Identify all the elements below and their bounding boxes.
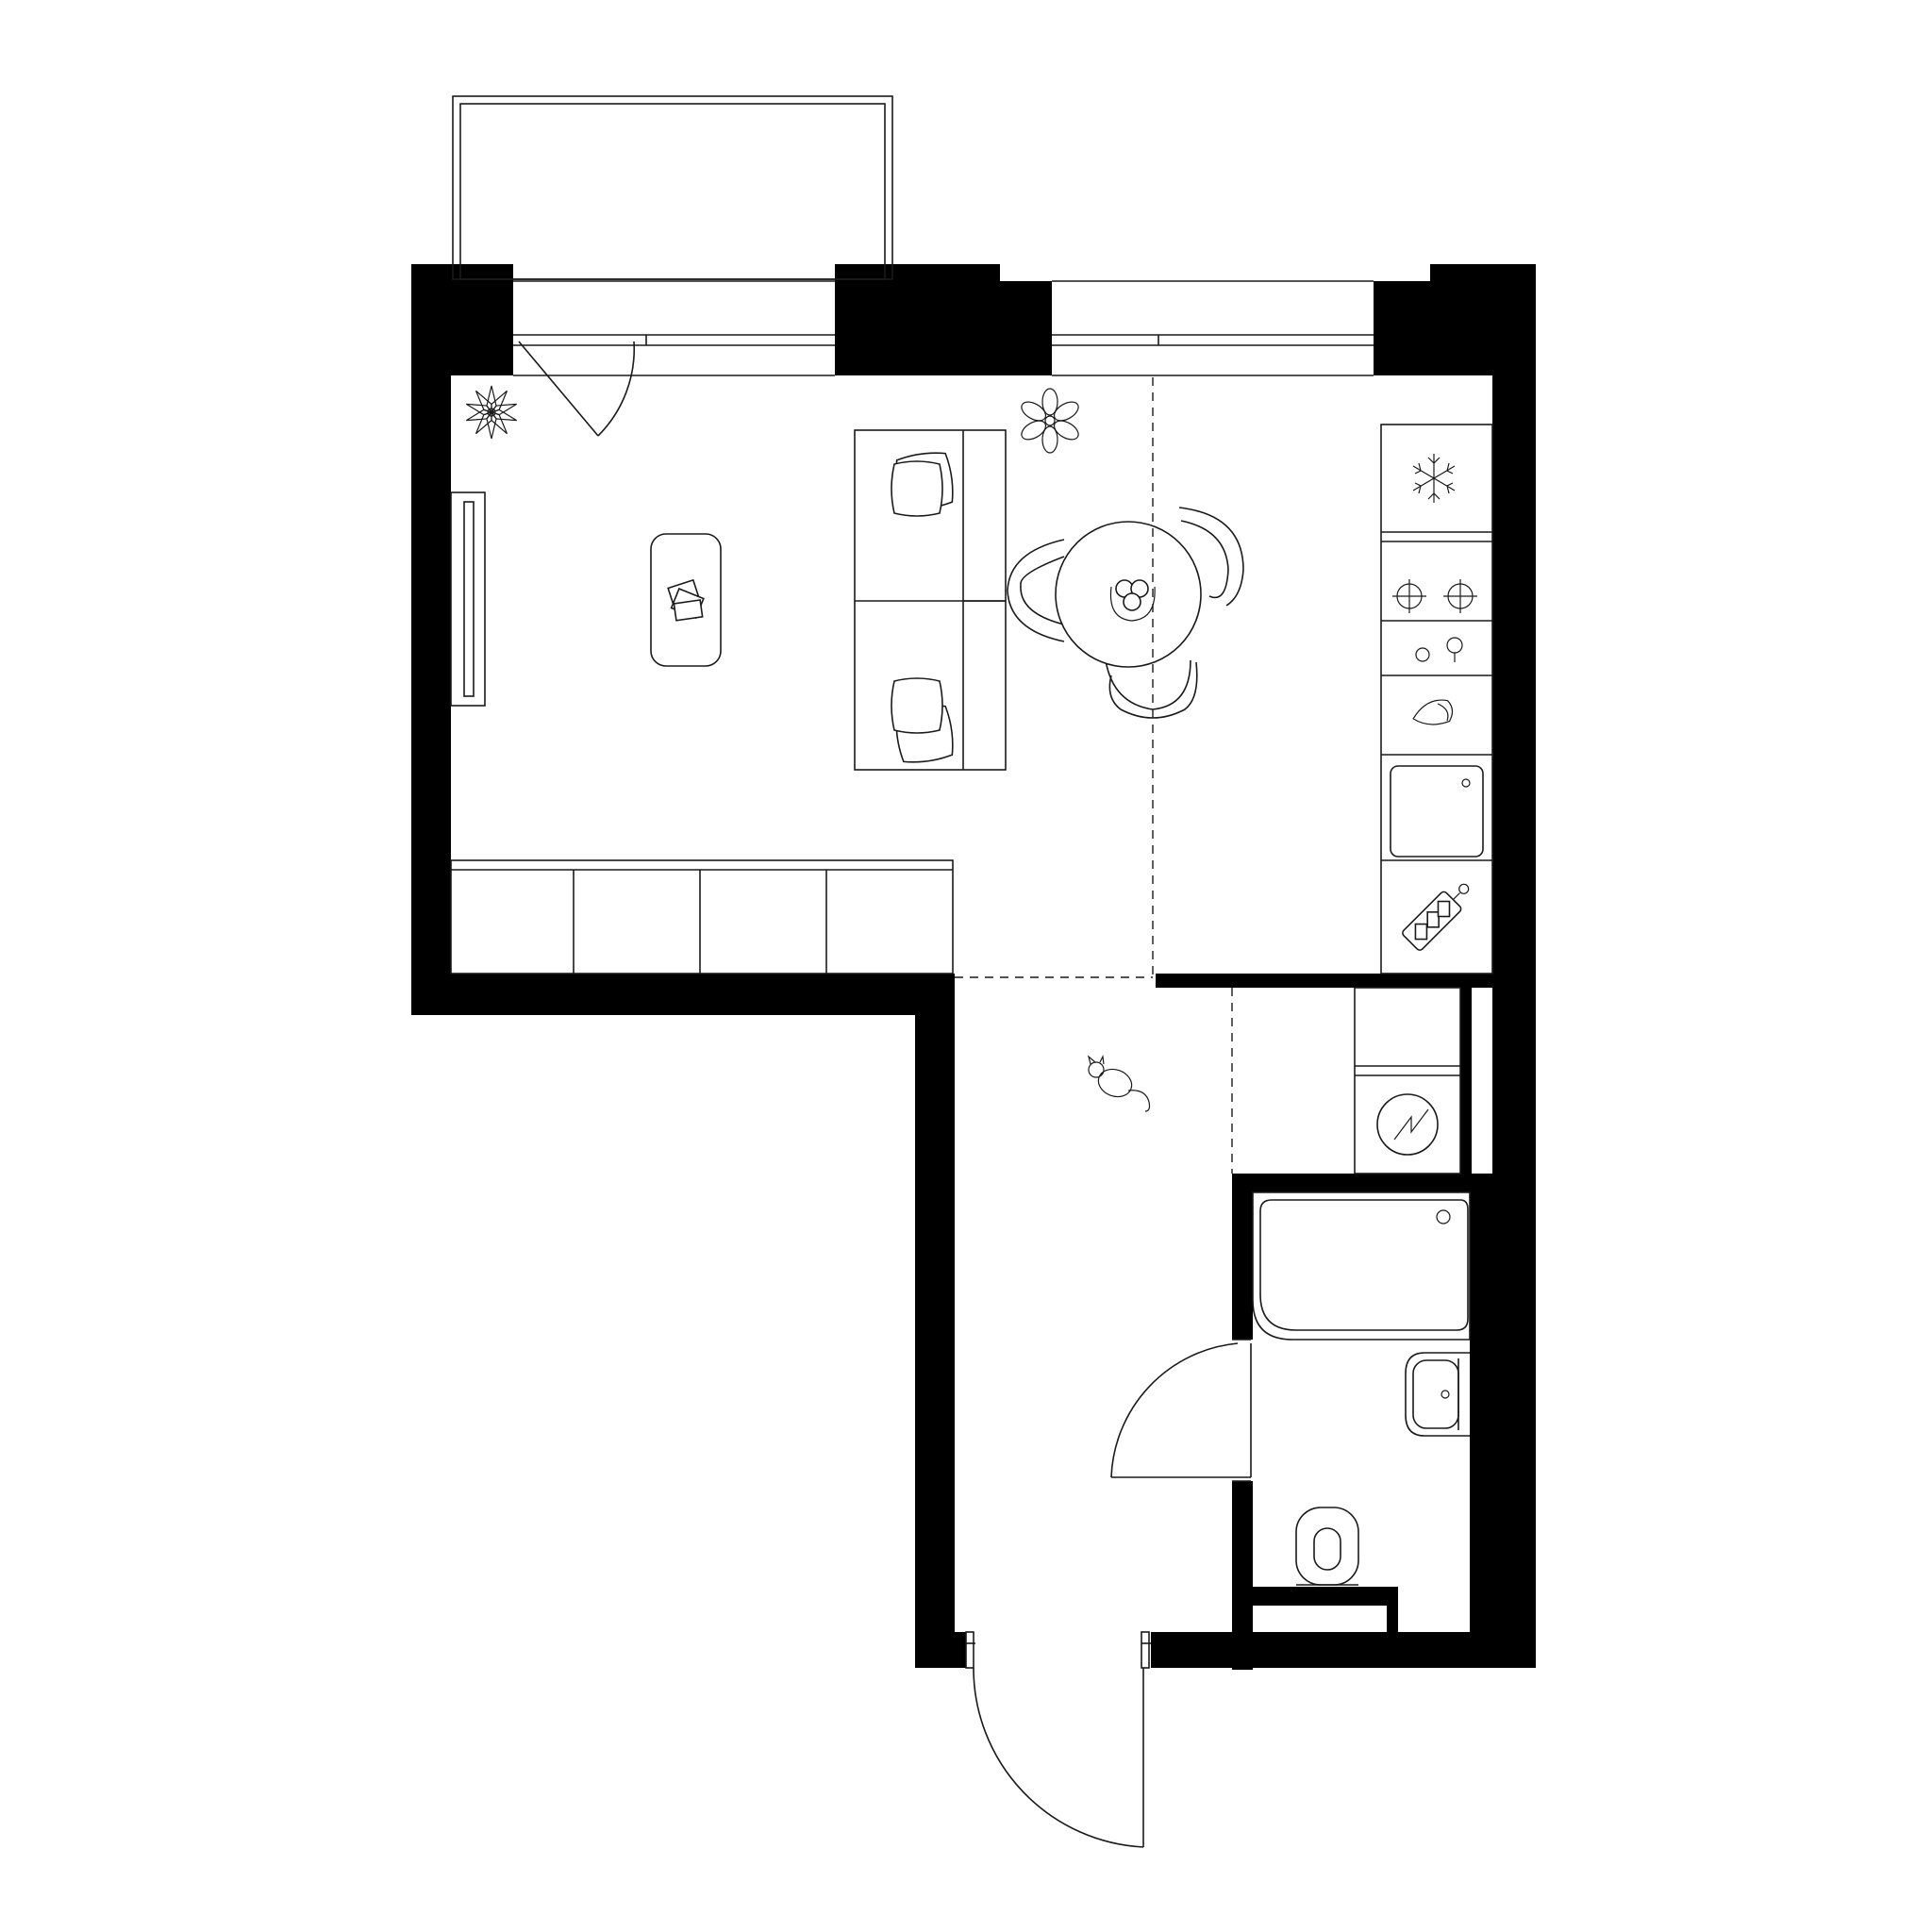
sofa-icon — [854, 429, 1007, 771]
washing-machine-icon — [1376, 1093, 1439, 1156]
gas-burner-icon — [1443, 579, 1477, 613]
wall-bath-left-lower — [1232, 1481, 1253, 1670]
faucet-icon — [1415, 637, 1463, 662]
wall-top-mid-step — [1000, 281, 1052, 375]
wall-bath-shelf-post — [1387, 1587, 1398, 1645]
books-icon — [667, 578, 705, 622]
kitchen-sink-icon — [1390, 765, 1484, 858]
wall-kitchen-bottom — [1156, 974, 1492, 988]
water-drop-icon — [1412, 699, 1454, 725]
laundry-shelf — [1354, 987, 1461, 1174]
wall-bath-shelf — [1232, 1587, 1398, 1606]
wall-top-mid-ledge — [891, 264, 1000, 375]
wall-bath-top — [1232, 1174, 1492, 1192]
coffee-table-icon — [650, 533, 722, 667]
cutting-board-icon — [1402, 883, 1470, 951]
balcony-outline-inner — [459, 103, 886, 280]
fruit-bowl-icon — [1109, 579, 1156, 622]
kitchen-counter — [1380, 424, 1493, 974]
balcony-door-swing-icon — [518, 341, 636, 437]
potted-plant-icon — [466, 385, 517, 440]
chair-icon — [1105, 659, 1198, 719]
wall-right-outer — [1492, 264, 1536, 1668]
leafy-plant-icon — [1021, 388, 1079, 454]
wall-top-right-pier — [1374, 281, 1430, 375]
gas-burner-icon — [1392, 579, 1426, 613]
washbasin-icon — [1405, 1352, 1470, 1437]
wall-living-bottom — [411, 974, 955, 1015]
cushion-icon — [891, 452, 954, 517]
wall-left-outer — [411, 264, 451, 1015]
walls — [411, 264, 1536, 1670]
fridge-snowflake-icon — [1412, 454, 1456, 503]
cushion-icon — [891, 677, 954, 763]
bathroom-door-swing-icon — [1110, 1339, 1252, 1482]
chair-icon — [1178, 507, 1244, 607]
window-left — [513, 280, 835, 376]
window-right — [1052, 280, 1374, 376]
chair-icon — [1007, 539, 1065, 642]
storage-cabinets — [450, 859, 954, 974]
wall-bath-left-upper — [1232, 1174, 1253, 1340]
entrance-door-swing-icon — [965, 1631, 1151, 1848]
balcony — [452, 95, 893, 280]
wall-bath-bottom — [1232, 1638, 1492, 1649]
wall-entry-left-stub — [915, 1632, 966, 1668]
wall-bath-right-inner — [1470, 1174, 1492, 1649]
cat-icon — [1087, 1054, 1151, 1112]
wall-laundry-divider — [1460, 981, 1472, 1174]
wall-corridor-left — [915, 974, 955, 1667]
balcony-outline-outer — [452, 95, 893, 280]
tv-icon — [450, 491, 486, 707]
toilet-icon — [1295, 1507, 1359, 1586]
bathtub-icon — [1252, 1191, 1471, 1341]
zone-divider-lines — [955, 377, 1233, 1174]
